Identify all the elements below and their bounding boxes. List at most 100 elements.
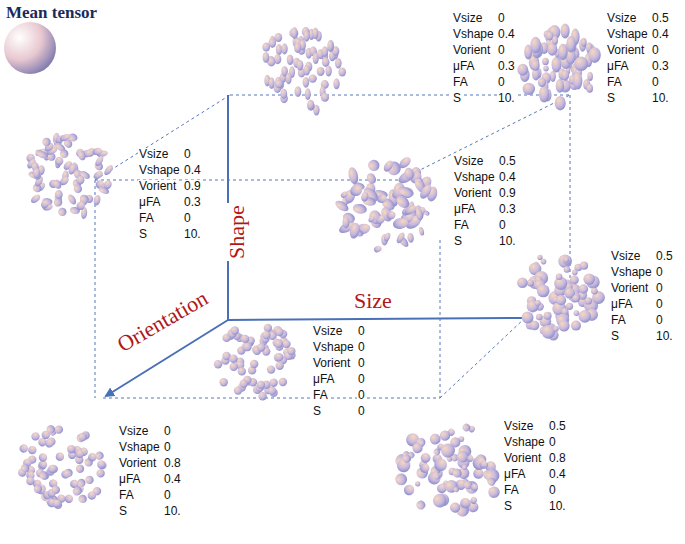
parameter-name: FA bbox=[118, 489, 135, 501]
ellipsoid bbox=[78, 432, 88, 442]
ellipsoid bbox=[392, 217, 409, 231]
parameter-name: S bbox=[118, 505, 128, 517]
ellipsoid bbox=[262, 43, 270, 52]
ellipsoid bbox=[333, 78, 339, 89]
ellipsoid bbox=[295, 86, 302, 97]
ellipsoid bbox=[439, 442, 456, 459]
ellipsoid bbox=[558, 320, 569, 331]
ellipsoid bbox=[280, 89, 287, 99]
ellipsoid bbox=[275, 328, 283, 336]
parameter-name: S bbox=[138, 228, 148, 240]
parameter-name: μFA bbox=[118, 473, 142, 485]
ellipsoid bbox=[570, 276, 579, 285]
parameter-name: S bbox=[312, 405, 322, 417]
parameter-name: Vsize bbox=[452, 12, 483, 24]
parameter-value: 10. bbox=[548, 500, 567, 512]
parameter-name: Vorient bbox=[503, 452, 542, 464]
ellipsoid bbox=[419, 451, 432, 464]
ellipsoid bbox=[542, 325, 556, 339]
ellipsoid bbox=[465, 454, 474, 463]
ellipsoid bbox=[321, 93, 329, 102]
parameter-value: 0.3 bbox=[183, 196, 202, 208]
ellipsoid bbox=[546, 32, 553, 41]
parameter-value: 0 bbox=[497, 44, 506, 56]
parameter-name: Vsize bbox=[606, 12, 637, 24]
parameter-value: 0.8 bbox=[548, 452, 567, 464]
ellipsoid bbox=[451, 467, 464, 480]
parameter-value: 10. bbox=[163, 505, 182, 517]
ellipsoid bbox=[92, 169, 104, 181]
ellipsoid bbox=[517, 64, 528, 76]
parameter-value: 0.4 bbox=[497, 28, 516, 40]
parameter-name: FA bbox=[606, 76, 623, 88]
parameter-name: Vshape bbox=[118, 441, 161, 453]
ellipsoid bbox=[539, 86, 549, 103]
axes bbox=[106, 95, 525, 396]
ellipsoid bbox=[352, 203, 368, 215]
ellipsoid bbox=[275, 340, 283, 348]
ellipsoid bbox=[418, 182, 434, 200]
ellipsoid bbox=[25, 476, 36, 487]
ellipsoid bbox=[19, 462, 31, 474]
parameter-value: 0.5 bbox=[548, 420, 567, 432]
ellipsoid bbox=[268, 387, 276, 395]
ellipsoid bbox=[93, 194, 102, 206]
ellipsoid bbox=[243, 343, 251, 351]
ellipsoid bbox=[240, 380, 248, 388]
parameter-value: 0 bbox=[497, 76, 506, 88]
parameter-value: 0 bbox=[357, 405, 366, 417]
parameter-value: 0.3 bbox=[651, 60, 670, 72]
ellipsoid bbox=[312, 28, 318, 40]
ellipsoid bbox=[32, 483, 43, 494]
ellipsoid bbox=[57, 206, 68, 217]
ellipsoid bbox=[591, 288, 598, 295]
ellipsoid bbox=[241, 335, 249, 343]
ellipsoid bbox=[443, 478, 459, 494]
ellipsoid bbox=[562, 256, 571, 265]
ellipsoid bbox=[415, 481, 421, 487]
ellipsoid bbox=[542, 58, 549, 65]
ellipsoid bbox=[555, 96, 566, 110]
parameter-value: 0 bbox=[183, 212, 192, 224]
parameter-value: 0.4 bbox=[498, 171, 517, 183]
ellipsoid bbox=[26, 444, 38, 456]
parameter-value: 0.4 bbox=[183, 164, 202, 176]
parameter-name: Vshape bbox=[312, 341, 355, 353]
ellipsoid bbox=[366, 158, 381, 173]
parameter-name: Vsize bbox=[138, 148, 169, 160]
ellipsoid-clusters bbox=[18, 24, 605, 520]
ellipsoid bbox=[214, 360, 222, 368]
parameter-value: 10. bbox=[498, 235, 517, 247]
parameter-name: Vsize bbox=[503, 420, 534, 432]
parameter-name: Vshape bbox=[610, 266, 653, 278]
parameter-name: Vorient bbox=[453, 187, 492, 199]
ellipsoid bbox=[463, 479, 480, 496]
parameter-value: 0 bbox=[548, 484, 557, 496]
parameter-name: μFA bbox=[606, 60, 630, 72]
ellipsoid bbox=[77, 150, 87, 162]
ellipsoid bbox=[470, 483, 480, 493]
ellipsoid bbox=[304, 30, 310, 41]
ellipsoid bbox=[561, 70, 569, 81]
parameter-name: Vsize bbox=[118, 425, 149, 437]
ellipsoid bbox=[407, 233, 415, 243]
parameter-name: Vorient bbox=[312, 357, 351, 369]
ellipsoid bbox=[571, 321, 581, 331]
ellipsoid bbox=[327, 40, 333, 52]
parameter-name: μFA bbox=[453, 203, 477, 215]
parameter-value: 0 bbox=[651, 44, 660, 56]
ellipsoid bbox=[287, 347, 295, 355]
parameter-value: 0 bbox=[357, 389, 366, 401]
ellipsoid bbox=[50, 484, 61, 495]
ellipsoid bbox=[59, 133, 72, 143]
parameter-value: 0 bbox=[183, 148, 192, 160]
ellipsoid bbox=[287, 55, 294, 65]
ellipsoid bbox=[572, 270, 578, 276]
parameter-value: 0 bbox=[655, 266, 664, 278]
ellipsoid bbox=[550, 71, 556, 82]
ellipsoid bbox=[572, 295, 579, 302]
parameter-value: 10. bbox=[497, 92, 516, 104]
ellipsoid bbox=[84, 474, 96, 486]
ellipsoid bbox=[275, 80, 283, 88]
